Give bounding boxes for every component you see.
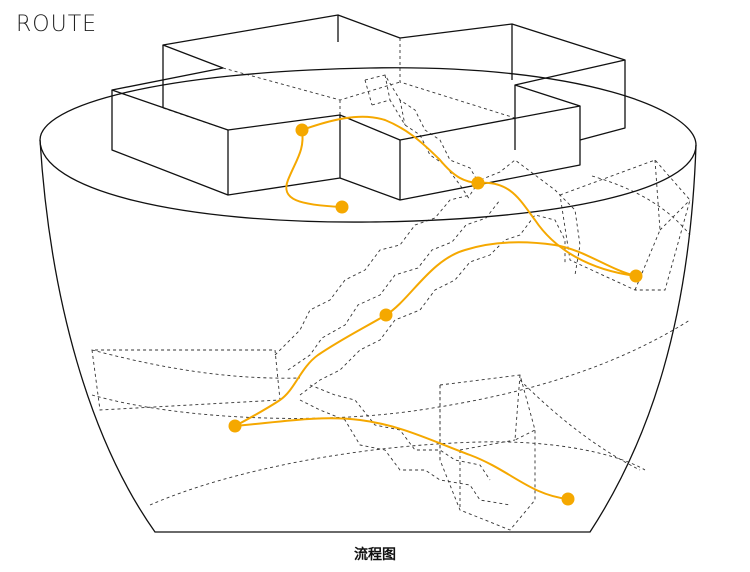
route-line-segment-5 <box>234 314 387 427</box>
route-line-segment-2 <box>301 115 479 184</box>
diagram-title: ROUTE <box>16 12 98 37</box>
left-chamber-curve <box>91 349 301 379</box>
route-stop-5 <box>379 308 393 322</box>
ground-plate-ellipse <box>39 67 697 223</box>
staircase-tunnel-a <box>274 159 581 356</box>
route-stop-1 <box>335 200 349 214</box>
left-chamber <box>91 349 281 411</box>
route-stop-7 <box>561 492 575 506</box>
route-stop-6 <box>228 419 242 433</box>
building-massing <box>111 14 626 201</box>
route-line-segment-1 <box>285 129 343 208</box>
lower-chamber-inner <box>439 374 536 510</box>
inner-terrain-arc-right <box>519 379 641 471</box>
staircase-tunnel-b <box>299 214 566 396</box>
right-chamber-edge <box>634 159 691 291</box>
route-path <box>228 115 643 506</box>
right-chamber <box>559 159 691 291</box>
inner-terrain-arc-lower <box>149 441 646 506</box>
diagram-caption: 流程图 <box>354 547 396 563</box>
hidden-structures <box>91 38 691 531</box>
lower-stair-b <box>309 384 491 481</box>
staircase-tunnel-c <box>287 199 501 371</box>
building-left-wing <box>111 90 341 196</box>
building-center-block <box>339 106 581 201</box>
route-stop-3 <box>471 176 485 190</box>
route-line-segment-4 <box>385 241 637 316</box>
upper-shaft-a <box>364 74 481 186</box>
site-volume <box>39 67 697 533</box>
building-back-verticals <box>162 15 626 141</box>
inner-terrain-arc-upper <box>91 319 691 419</box>
bowl-outline <box>39 139 697 533</box>
lower-chamber <box>439 374 536 531</box>
lower-stair-a <box>299 399 511 506</box>
route-line-segment-3 <box>477 181 637 277</box>
upper-shaft-c <box>364 74 406 126</box>
side-terrain-arc <box>591 175 691 236</box>
route-stop-4 <box>629 269 643 283</box>
route-line-segment-6 <box>234 417 569 500</box>
building-hidden-base <box>162 38 516 131</box>
upper-shaft-b <box>371 99 471 201</box>
route-stop-2 <box>295 123 309 137</box>
building-top-face <box>111 14 626 141</box>
